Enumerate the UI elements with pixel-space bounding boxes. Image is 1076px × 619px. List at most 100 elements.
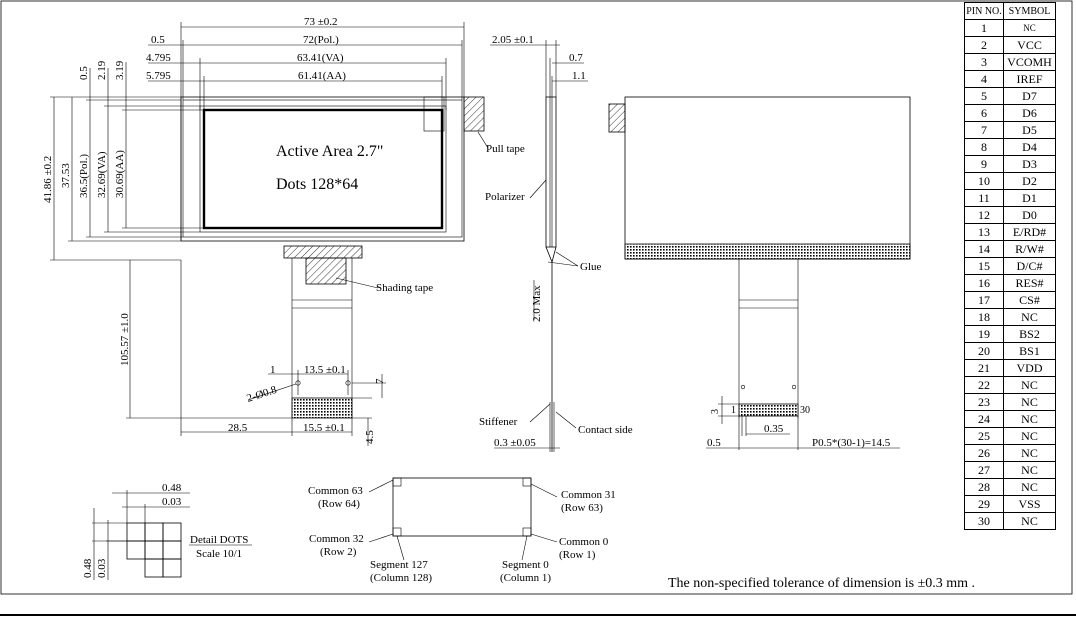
dim-left-offset-2: 4.795: [146, 52, 171, 64]
contact-side-label: Contact side: [578, 424, 633, 436]
back-fpc-contact: [738, 403, 799, 417]
back-ic-strip: [624, 243, 911, 260]
dim-va-width: 63.41(VA): [297, 52, 344, 64]
dim-top-offset-3: 3.19: [114, 60, 126, 80]
pin-number: 29: [964, 495, 1004, 513]
pin-number: 12: [964, 206, 1004, 224]
detail-dots: 0.48 0.03 0.48 0.03 Detail DOTS Scale 10…: [82, 482, 252, 580]
pin-symbol: VCOMH: [1003, 53, 1056, 71]
dim-hole-offset: 1: [270, 364, 276, 376]
common63-label: Common 63: [308, 485, 363, 497]
detail-048-side: 0.48: [82, 558, 94, 578]
pin-symbol: NC: [1003, 393, 1056, 411]
pin-symbol: NC: [1003, 19, 1056, 37]
pin-number: 9: [964, 155, 1004, 173]
dim-bottom: 0.3 ±0.05: [494, 437, 536, 449]
pin-number: 11: [964, 189, 1004, 207]
dim-fpc-left-offset: 28.5: [228, 422, 248, 434]
dim-hole-height: 7: [374, 378, 386, 384]
pin-symbol: NC: [1003, 444, 1056, 462]
back-view: 3 1 30 0.5 0.35 P0.5*(30-1)=14.5: [608, 96, 911, 450]
drawing-frame: [0, 0, 1073, 595]
pin-symbol: D4: [1003, 138, 1056, 156]
dots-label: Dots 128*64: [276, 176, 358, 193]
active-area: [202, 108, 444, 230]
pin-symbol: E/RD#: [1003, 223, 1056, 241]
detail-003-top: 0.03: [162, 496, 182, 508]
pin-symbol: VCC: [1003, 36, 1056, 54]
side-panel: [545, 96, 557, 248]
pin-symbol: NC: [1003, 427, 1056, 445]
dim-aa-height: 30.69(AA): [114, 150, 126, 198]
dim-hole-pitch: 13.5 ±0.1: [304, 364, 346, 376]
pin-symbol: CS#: [1003, 291, 1056, 309]
pin-symbol: NC: [1003, 461, 1056, 479]
pin-symbol: D2: [1003, 172, 1056, 190]
pin-number: 19: [964, 325, 1004, 343]
dim-fpc-length: 105.57 ±1.0: [119, 313, 131, 366]
pin-symbol: D6: [1003, 104, 1056, 122]
dim-contact-height: 4.5: [364, 430, 376, 444]
dim-back-3: 3: [710, 409, 721, 414]
detail-dots-title: Detail DOTS: [190, 534, 248, 546]
dim-pol-height: 36.5(Pol.): [78, 154, 90, 198]
pin-number: 8: [964, 138, 1004, 156]
pin-number: 5: [964, 87, 1004, 105]
pin-symbol: RES#: [1003, 274, 1056, 292]
pin-number: 2: [964, 36, 1004, 54]
pin-symbol: NC: [1003, 410, 1056, 428]
dim-pitch: P0.5*(30-1)=14.5: [812, 437, 891, 449]
pin-symbol: D5: [1003, 121, 1056, 139]
tolerance-note: The non-specified tolerance of dimension…: [668, 576, 975, 591]
col1-label: (Column 1): [500, 572, 551, 584]
dim-aa-width: 61.41(AA): [298, 70, 346, 82]
pin-symbol: D7: [1003, 87, 1056, 105]
polarizer-label: Polarizer: [485, 191, 525, 203]
dim-max-height: 2.0 Max: [531, 285, 543, 322]
dim-va-height: 32.69(VA): [96, 151, 108, 198]
dim-fpc-width: 15.5 ±0.1: [303, 422, 345, 434]
segment127-label: Segment 127: [370, 559, 428, 571]
pin-symbol: VSS: [1003, 495, 1056, 513]
pin-number: 27: [964, 461, 1004, 479]
pin-number: 30: [964, 512, 1004, 530]
pin-number: 17: [964, 291, 1004, 309]
pin-number: 7: [964, 121, 1004, 139]
side-view: 2.05 ±0.1 0.7 1.1 Polarizer Glue 2.0 Max…: [479, 34, 633, 452]
pin-number: 21: [964, 359, 1004, 377]
pin-number: 22: [964, 376, 1004, 394]
pin-symbol: NC: [1003, 478, 1056, 496]
row63-label: (Row 63): [561, 502, 603, 514]
dim-back-05: 0.5: [707, 437, 721, 449]
pin-symbol: D3: [1003, 155, 1056, 173]
detail-003-side: 0.03: [96, 558, 108, 578]
pin-number: 15: [964, 257, 1004, 275]
pin-number: 10: [964, 172, 1004, 190]
pixel-mapping: Common 63 (Row 64) Common 32 (Row 2) Seg…: [308, 477, 616, 584]
pin-number: 18: [964, 308, 1004, 326]
dim-overall-width: 73 ±0.2: [304, 16, 338, 28]
col128-label: (Column 128): [370, 572, 432, 584]
pin-symbol: BS2: [1003, 325, 1056, 343]
back-panel: [624, 96, 911, 260]
pin-number: 4: [964, 70, 1004, 88]
pin-number: 14: [964, 240, 1004, 258]
